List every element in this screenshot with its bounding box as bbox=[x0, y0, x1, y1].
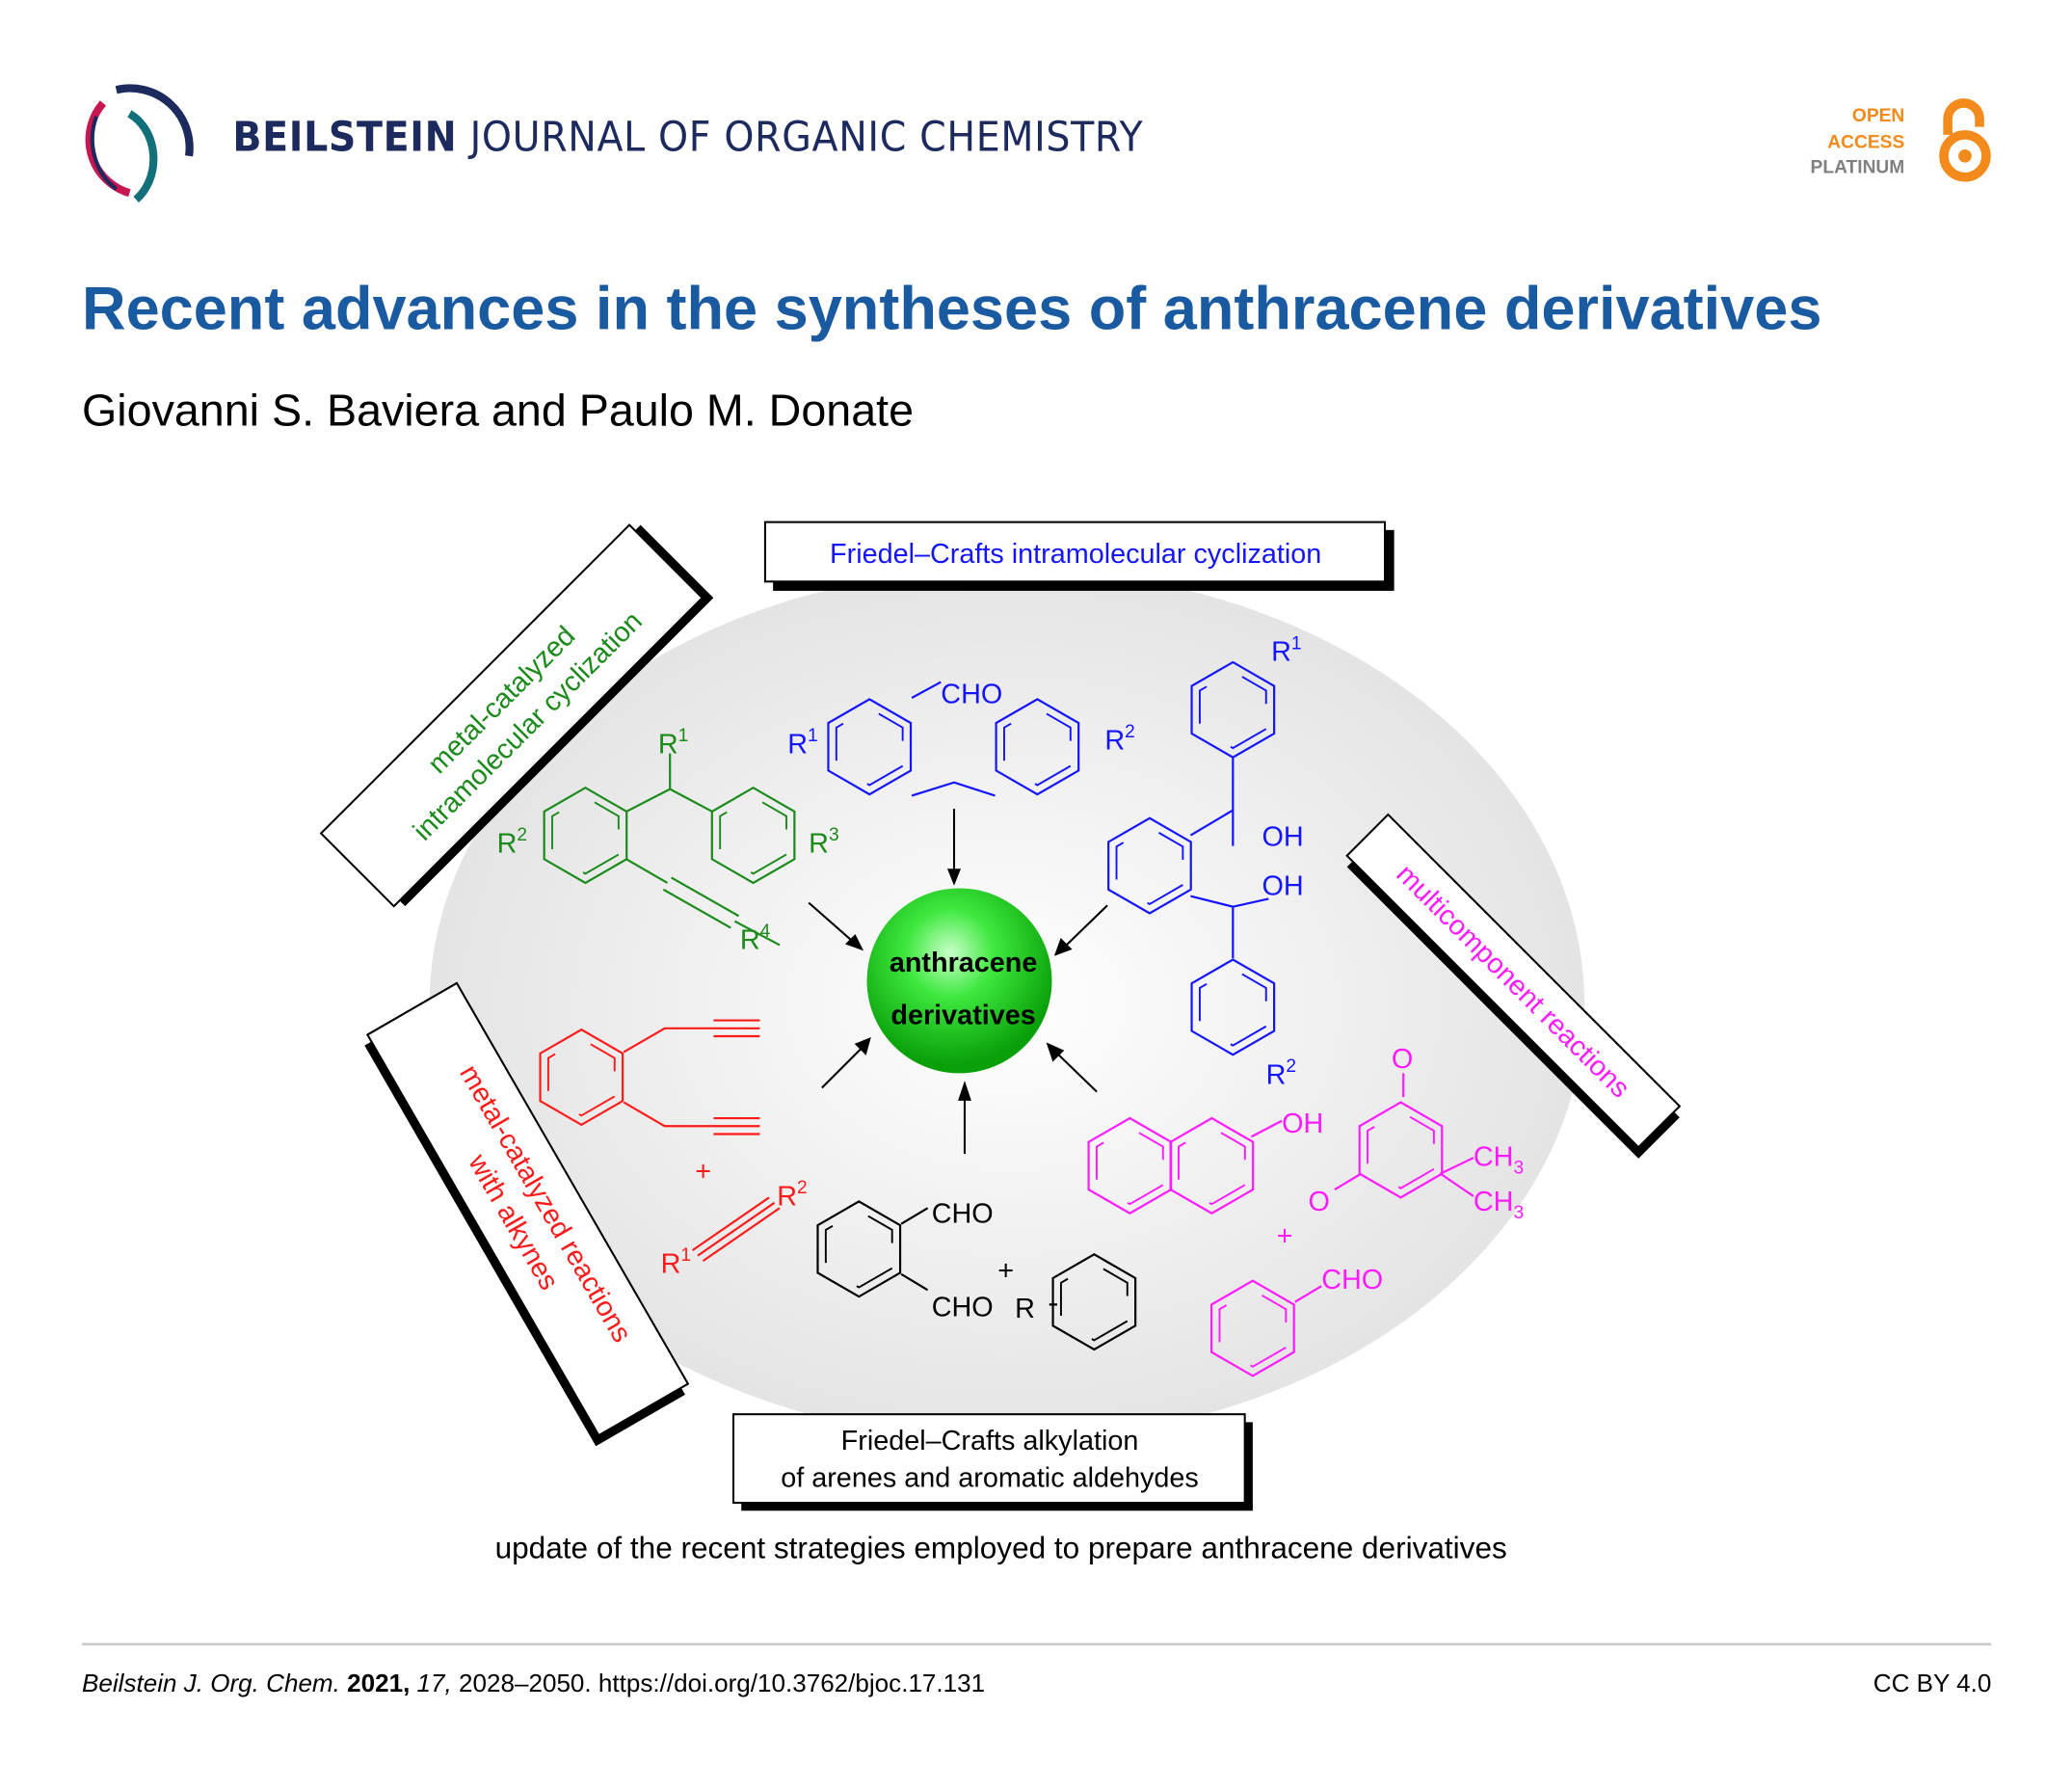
badge-open: OPEN bbox=[1851, 104, 1905, 126]
benzene-ring bbox=[1051, 1253, 1137, 1351]
ring-double-bonds bbox=[551, 795, 620, 875]
svg-text:CHO: CHO bbox=[932, 1293, 994, 1323]
ring-double-bonds bbox=[824, 1209, 893, 1289]
svg-text:OH: OH bbox=[1262, 822, 1303, 853]
ring-double-bonds bbox=[1198, 967, 1267, 1047]
svg-text:R1: R1 bbox=[661, 1245, 691, 1279]
benzene-ring bbox=[1169, 1116, 1255, 1216]
ring-double-bonds bbox=[1095, 1126, 1164, 1206]
benzene-ring bbox=[1210, 1279, 1295, 1377]
article-authors: Giovanni S. Baviera and Paulo M. Donate bbox=[82, 386, 915, 437]
label-box-bottom: Friedel–Crafts alkylation of arenes and … bbox=[731, 1413, 1253, 1511]
reaction-arrows bbox=[808, 809, 1108, 1155]
benzene-ring bbox=[1358, 1101, 1444, 1199]
bonds bbox=[623, 681, 1474, 1306]
citation: Beilstein J. Org. Chem. 2021, 17, 2028–2… bbox=[82, 1670, 985, 1699]
citation-journal: Beilstein J. Org. Chem. bbox=[82, 1670, 340, 1698]
badge-platinum: PLATINUM bbox=[1810, 155, 1905, 177]
benzene-ring bbox=[827, 698, 913, 796]
open-lock-icon bbox=[1939, 98, 1991, 182]
label-bottom-line2: of arenes and aromatic aldehydes bbox=[781, 1463, 1199, 1494]
svg-text:CHO: CHO bbox=[932, 1198, 994, 1229]
ring-double-bonds bbox=[1059, 1262, 1129, 1342]
svg-text:CH3: CH3 bbox=[1474, 1141, 1524, 1178]
svg-text:R1: R1 bbox=[787, 726, 817, 760]
svg-text:R: R bbox=[1015, 1294, 1035, 1324]
center-label-line1: anthracene bbox=[890, 948, 1038, 978]
journal-name: BEILSTEIN JOURNAL OF ORGANIC CHEMISTRY bbox=[232, 114, 1143, 161]
benzene-ring bbox=[995, 698, 1080, 796]
svg-text:R1: R1 bbox=[1271, 633, 1301, 667]
center-sphere bbox=[866, 888, 1052, 1074]
ring-double-bonds bbox=[1367, 1110, 1435, 1189]
benzene-ring bbox=[1107, 816, 1192, 915]
beilstein-logo bbox=[85, 84, 194, 203]
benzene-ring bbox=[816, 1200, 902, 1298]
ring-double-bonds bbox=[719, 795, 787, 875]
citation-year: 2021, bbox=[347, 1670, 411, 1698]
svg-text:+: + bbox=[1277, 1221, 1293, 1252]
badge-access: ACCESS bbox=[1827, 130, 1905, 152]
benzene-ring bbox=[539, 1028, 624, 1127]
citation-doi-link[interactable]: 2028–2050. https://doi.org/10.3762/bjoc.… bbox=[459, 1670, 986, 1698]
footer-divider bbox=[82, 1643, 1992, 1646]
ring-double-bonds bbox=[1003, 707, 1072, 787]
svg-text:R2: R2 bbox=[497, 825, 527, 859]
svg-text:O: O bbox=[1308, 1187, 1329, 1217]
ring-double-bonds bbox=[1218, 1289, 1288, 1368]
svg-text:R3: R3 bbox=[809, 825, 838, 859]
svg-text:R2: R2 bbox=[1104, 722, 1134, 756]
open-access-badge: OPEN ACCESS PLATINUM bbox=[1811, 103, 1905, 180]
center-label-line2: derivatives bbox=[890, 1001, 1035, 1031]
ring-double-bonds bbox=[1198, 670, 1267, 750]
svg-text:R1: R1 bbox=[658, 726, 688, 760]
label-bottom-line1: Friedel–Crafts alkylation bbox=[841, 1426, 1139, 1456]
ring-double-bonds bbox=[546, 1037, 616, 1117]
article-title: Recent advances in the syntheses of anth… bbox=[82, 273, 1822, 343]
ring-double-bonds bbox=[1115, 826, 1184, 906]
journal-name-bold: BEILSTEIN bbox=[232, 113, 458, 162]
svg-text:+: + bbox=[997, 1255, 1014, 1286]
svg-text:OH: OH bbox=[1262, 870, 1303, 901]
svg-text:R4: R4 bbox=[740, 922, 771, 955]
journal-name-rest: JOURNAL OF ORGANIC CHEMISTRY bbox=[469, 113, 1144, 162]
svg-text:O: O bbox=[1392, 1044, 1413, 1075]
ring-double-bonds bbox=[835, 707, 904, 787]
svg-text:CHO: CHO bbox=[941, 679, 1002, 709]
chem-labels: R1 R2 R3 R4 CHO R1 R2 R1 OH OH R2 + R2 R… bbox=[497, 633, 1525, 1324]
svg-text:CH3: CH3 bbox=[1474, 1187, 1524, 1223]
svg-text:+: + bbox=[695, 1156, 711, 1187]
figure-caption: update of the recent strategies employed… bbox=[494, 1530, 1507, 1565]
label-top-text: Friedel–Crafts intramolecular cyclizatio… bbox=[830, 539, 1321, 570]
citation-volume: 17, bbox=[416, 1670, 452, 1698]
ring-double-bonds bbox=[1178, 1126, 1246, 1206]
svg-text:R2: R2 bbox=[777, 1178, 807, 1212]
svg-text:OH: OH bbox=[1282, 1109, 1323, 1139]
benzene-ring bbox=[1190, 958, 1276, 1056]
svg-text:R2: R2 bbox=[1266, 1056, 1296, 1090]
license: CC BY 4.0 bbox=[1873, 1670, 1992, 1698]
label-box-top: Friedel–Crafts intramolecular cyclizatio… bbox=[763, 521, 1395, 591]
svg-text:CHO: CHO bbox=[1321, 1265, 1383, 1296]
